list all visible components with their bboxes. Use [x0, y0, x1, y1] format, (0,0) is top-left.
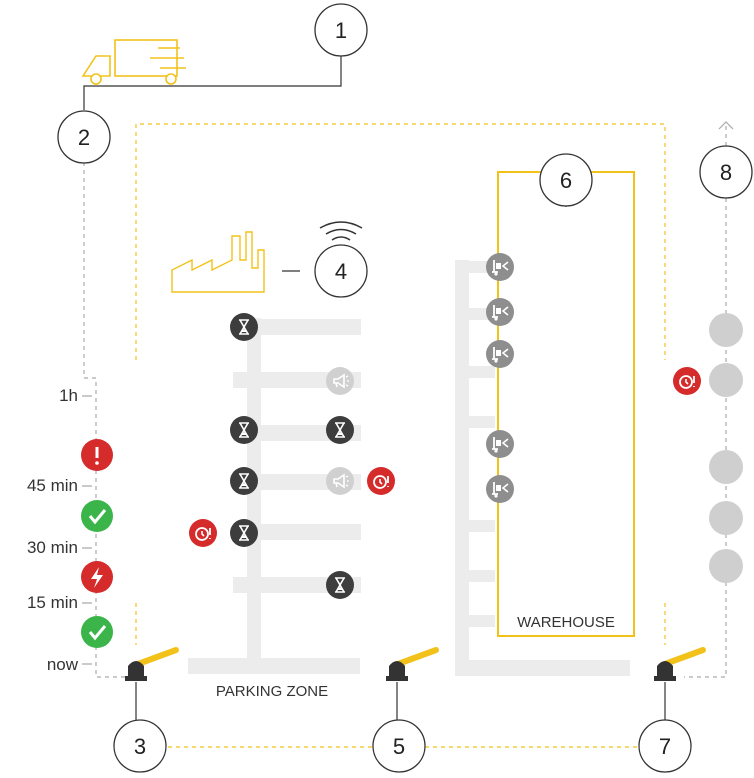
factory-icon	[171, 231, 265, 293]
gate-barrier-5	[386, 647, 439, 720]
hourglass-icon	[229, 415, 259, 445]
svg-text:2: 2	[78, 125, 90, 150]
wifi-icon	[319, 221, 363, 241]
queue-slot	[709, 313, 743, 347]
marker-7: 7	[638, 719, 692, 773]
alarm-icon	[366, 466, 396, 496]
marker-5: 5	[372, 719, 426, 773]
gate-barrier-7	[654, 647, 706, 720]
connector-1-2	[83, 56, 342, 110]
marker-8: 8	[699, 145, 753, 199]
timeline-events	[81, 439, 113, 648]
marker-2: 2	[57, 110, 111, 164]
truck-unload-icon	[485, 297, 515, 327]
queue-slots	[672, 313, 743, 583]
parking-zone-label: PARKING ZONE	[216, 683, 328, 700]
truck-unload-icon	[485, 252, 515, 282]
svg-text:5: 5	[393, 734, 405, 759]
timeline-line	[83, 162, 136, 678]
warehouse-lanes	[455, 260, 630, 676]
svg-text:4: 4	[335, 259, 347, 284]
hourglass-icon	[325, 415, 355, 445]
queue-slot	[709, 363, 743, 397]
truck-unload-icon	[485, 339, 515, 369]
parking-icons	[188, 312, 396, 600]
timeline-ticks: 1h 45 min 30 min 15 min now	[27, 386, 92, 674]
tick-label: 45 min	[27, 476, 78, 495]
svg-text:3: 3	[134, 734, 146, 759]
megaphone-icon	[325, 366, 355, 396]
queue-slot	[709, 450, 743, 484]
hourglass-icon	[325, 570, 355, 600]
megaphone-icon	[325, 466, 355, 496]
site-boundary	[135, 123, 666, 748]
marker-1: 1	[314, 3, 368, 57]
alarm-icon	[188, 518, 218, 548]
chevron-up-icon	[718, 121, 734, 130]
numbered-markers: 1 2 3 4 5 6 7 8	[57, 3, 753, 773]
queue-slot	[709, 501, 743, 535]
exclamation-icon	[81, 439, 113, 471]
marker-3: 3	[113, 719, 167, 773]
svg-text:7: 7	[659, 734, 671, 759]
hourglass-icon	[229, 312, 259, 342]
truck-unload-icon	[485, 429, 515, 459]
truck-unload-icon	[485, 474, 515, 504]
truck-icon	[81, 39, 186, 85]
alarm-icon	[672, 366, 702, 396]
gate-barrier-3	[125, 647, 179, 720]
svg-text:8: 8	[720, 160, 732, 185]
check-icon	[81, 500, 113, 532]
warehouse-box	[497, 171, 635, 637]
warehouse-label: WAREHOUSE	[517, 614, 615, 631]
check-icon	[81, 616, 113, 648]
tick-label: now	[47, 655, 79, 674]
tick-label: 30 min	[27, 538, 78, 557]
queue-slot	[709, 549, 743, 583]
marker-4: 4	[314, 244, 368, 298]
marker-6: 6	[539, 153, 593, 207]
hourglass-icon	[229, 518, 259, 548]
svg-text:1: 1	[335, 18, 347, 43]
svg-text:6: 6	[560, 168, 572, 193]
tick-label: 15 min	[27, 593, 78, 612]
lightning-icon	[81, 561, 113, 593]
tick-label: 1h	[59, 386, 78, 405]
queue-line	[684, 126, 727, 678]
hourglass-icon	[229, 466, 259, 496]
